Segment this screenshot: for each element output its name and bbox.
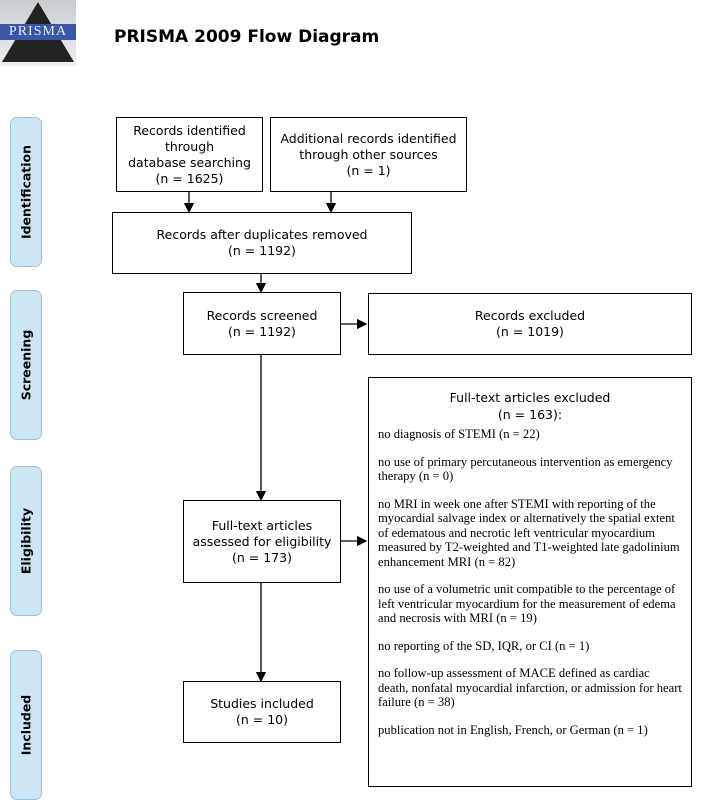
box-records-screened: Records screened (n = 1192) (183, 292, 341, 355)
stage-eligibility: Eligibility (10, 466, 42, 616)
stage-included: Included (10, 650, 42, 800)
box-fulltext-assessed: Full-text articles assessed for eligibil… (183, 500, 341, 583)
exclusion-reason: no diagnosis of STEMI (n = 22) (378, 427, 540, 441)
box-other-sources: Additional records identified through ot… (270, 117, 467, 192)
box-studies-included: Studies included (n = 10) (183, 681, 341, 743)
exclusion-reason: no use of primary percutaneous intervent… (378, 454, 673, 484)
page-title: PRISMA 2009 Flow Diagram (114, 27, 380, 47)
exclusion-reason: no reporting of the SD, IQR, or CI (n = … (378, 638, 590, 653)
prisma-logo: PRISMA (0, 0, 76, 66)
exclusion-reason: publication not in English, French, or G… (378, 722, 648, 737)
box-database-records: Records identified through database sear… (116, 117, 263, 192)
exclusion-reason: no use of a volumetric unit compatible t… (378, 582, 676, 625)
box-after-duplicates: Records after duplicates removed (n = 11… (112, 212, 412, 274)
box-records-excluded: Records excluded (n = 1019) (368, 293, 692, 355)
box-fulltext-excluded: Full-text articles excluded (n = 163): n… (368, 377, 692, 787)
logo-text: PRISMA (0, 24, 76, 40)
stage-screening: Screening (10, 290, 42, 440)
exclusion-reason: no follow-up assessment of MACE defined … (378, 666, 682, 709)
excluded-heading: Full-text articles excluded (n = 163): (449, 390, 611, 422)
stage-identification: Identification (10, 117, 42, 267)
exclusion-reasons: no diagnosis of STEMI (n = 22) no use of… (369, 427, 691, 737)
exclusion-reason: no MRI in week one after STEMI with repo… (378, 496, 680, 569)
